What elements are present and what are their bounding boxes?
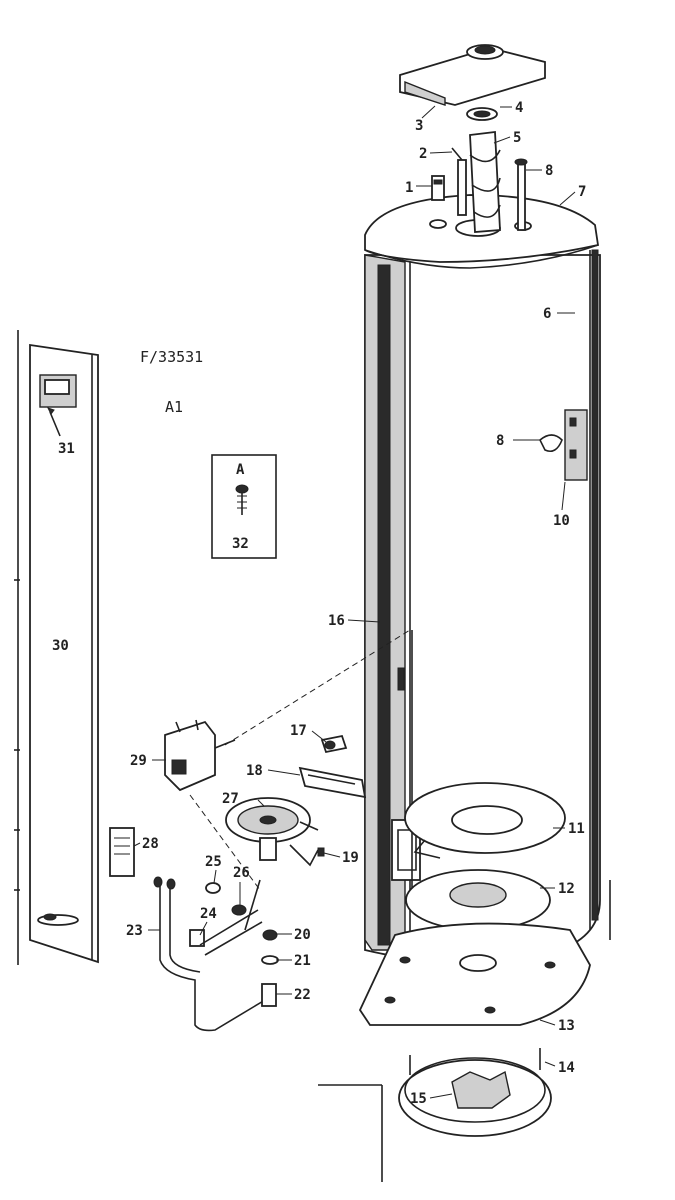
callout-28: 28: [142, 836, 159, 852]
manifold-tube-22-23: [153, 876, 277, 1032]
callout-25: 25: [205, 854, 222, 870]
nipple-1: [431, 175, 445, 201]
callout-22: 22: [294, 987, 311, 1003]
gas-valve-29: [164, 629, 411, 891]
anode-rod-8: [514, 158, 528, 231]
inset-letter: A: [236, 462, 245, 478]
thermocouple-19: [289, 844, 325, 867]
section-label: A1: [165, 398, 183, 416]
callout-numbers: 1 2 3 4 5 6 7 8 8 10 11 12 13 14 15 16 1…: [52, 100, 586, 1107]
callout-18: 18: [246, 763, 263, 779]
inset-box-32: A 32: [211, 454, 277, 559]
callout-23: 23: [126, 923, 143, 939]
outer-jacket-panel: [14, 330, 99, 965]
callout-31: 31: [58, 441, 75, 457]
callout-30: 30: [52, 638, 69, 654]
callout-24: 24: [200, 906, 217, 922]
flue-baffle-5: [469, 130, 501, 233]
insulation-ring-11: [404, 782, 566, 859]
callout-29: 29: [130, 753, 147, 769]
callout-2: 2: [419, 146, 427, 162]
model-number: F/33531: [140, 348, 203, 366]
callout-26: 26: [233, 865, 250, 881]
callout-27: 27: [222, 791, 239, 807]
callout-20: 20: [294, 927, 311, 943]
callout-10: 10: [553, 513, 570, 529]
flue-collar-4: [466, 107, 498, 121]
heat-shield-12: [405, 869, 611, 940]
heat-trap-2: [451, 147, 467, 216]
callout-21: 21: [294, 953, 311, 969]
corner-bracket: [318, 1084, 383, 1182]
water-heater-tank: [364, 194, 601, 964]
burner-27: [225, 797, 319, 861]
inner-door-18: [298, 766, 367, 799]
callout-19: 19: [342, 850, 359, 866]
callout-12: 12: [558, 881, 575, 897]
callout-7: 7: [578, 184, 586, 200]
callout-1: 1: [405, 180, 413, 196]
callout-8: 8: [545, 163, 553, 179]
callout-13: 13: [558, 1018, 575, 1034]
callout-5: 5: [513, 130, 521, 146]
inset-number: 32: [232, 536, 249, 552]
fittings-24-25-26: [189, 879, 263, 956]
label-28: [109, 827, 135, 877]
callout-6: 6: [543, 306, 551, 322]
callout-4: 4: [515, 100, 523, 116]
callout-3: 3: [415, 118, 423, 134]
orifice-20-21: [261, 929, 279, 965]
callout-9: 8: [496, 433, 504, 449]
base-pan-13: [358, 922, 591, 1026]
callout-17: 17: [290, 723, 307, 739]
draft-hood-3: [399, 44, 546, 106]
callout-11: 11: [568, 821, 585, 837]
instruction-label-31: [39, 374, 77, 437]
screw-17: [320, 734, 348, 754]
callout-16: 16: [328, 613, 345, 629]
callout-15: 15: [410, 1091, 427, 1107]
leader-lines: [133, 105, 576, 1099]
callout-14: 14: [558, 1060, 575, 1076]
bottom-baffle-15: [451, 1070, 511, 1109]
